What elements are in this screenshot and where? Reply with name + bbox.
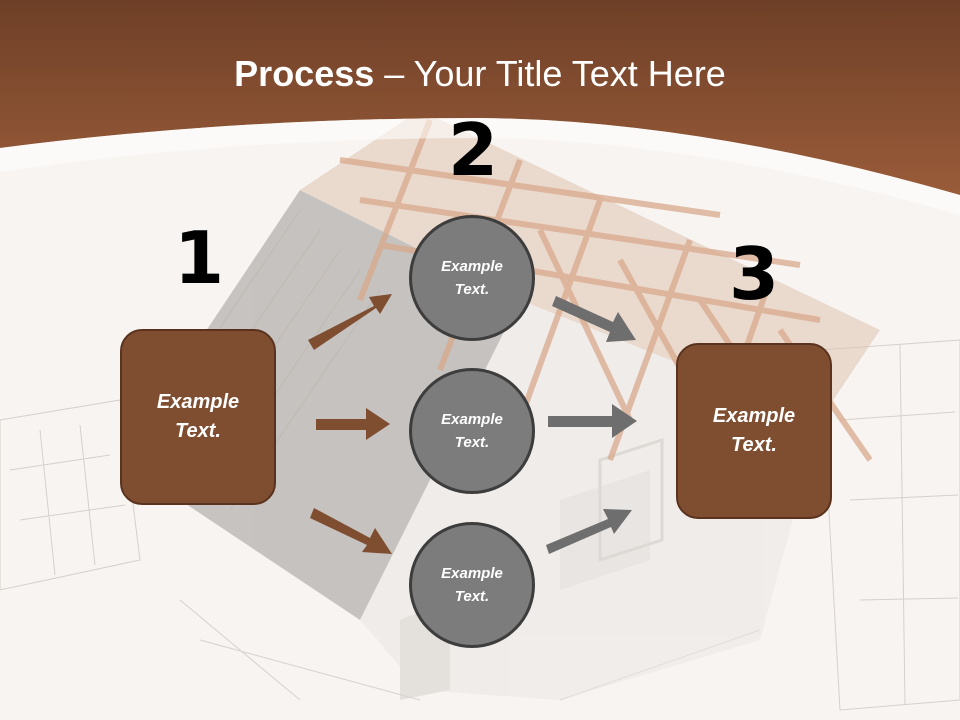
step-number-2: 2 <box>447 108 499 192</box>
process-circle-bottom[interactable]: Example Text. <box>409 522 535 648</box>
step-number-3: 3 <box>728 232 780 316</box>
arrow-gray-down <box>552 296 636 342</box>
circle-middle-text: Example Text. <box>427 408 517 454</box>
box-right-line1: Example <box>712 405 796 427</box>
step-number-1: 1 <box>173 216 225 300</box>
process-box-left[interactable]: Example Text. <box>120 329 276 505</box>
process-circle-top[interactable]: Example Text. <box>409 215 535 341</box>
slide-title: Process – Your Title Text Here <box>0 52 960 96</box>
arrow-gray-up <box>546 509 632 554</box>
arrow-gray-middle <box>548 404 637 438</box>
box-right-line2: Text. <box>731 434 777 456</box>
arrow-brown-middle <box>316 408 390 440</box>
box-left-line2: Text. <box>175 420 221 442</box>
title-rest: Your Title Text Here <box>413 53 726 94</box>
circle-bottom-text: Example Text. <box>427 562 517 608</box>
circle-middle-line1: Example <box>441 411 503 428</box>
box-left-line1: Example <box>156 391 240 413</box>
title-dash: – <box>374 53 414 94</box>
title-bold: Process <box>234 53 375 94</box>
box-right-text: Example Text. <box>694 402 814 460</box>
arrow-brown-down <box>310 508 392 554</box>
circle-middle-line2: Text. <box>454 434 490 451</box>
circle-top-text: Example Text. <box>427 255 517 301</box>
circle-top-line1: Example <box>441 258 503 275</box>
process-circle-middle[interactable]: Example Text. <box>409 368 535 494</box>
box-left-text: Example Text. <box>138 388 258 446</box>
circle-bottom-line1: Example <box>441 565 503 582</box>
circle-top-line2: Text. <box>454 281 490 298</box>
circle-bottom-line2: Text. <box>454 588 490 605</box>
process-box-right[interactable]: Example Text. <box>676 343 832 519</box>
arrow-brown-up <box>308 294 392 350</box>
